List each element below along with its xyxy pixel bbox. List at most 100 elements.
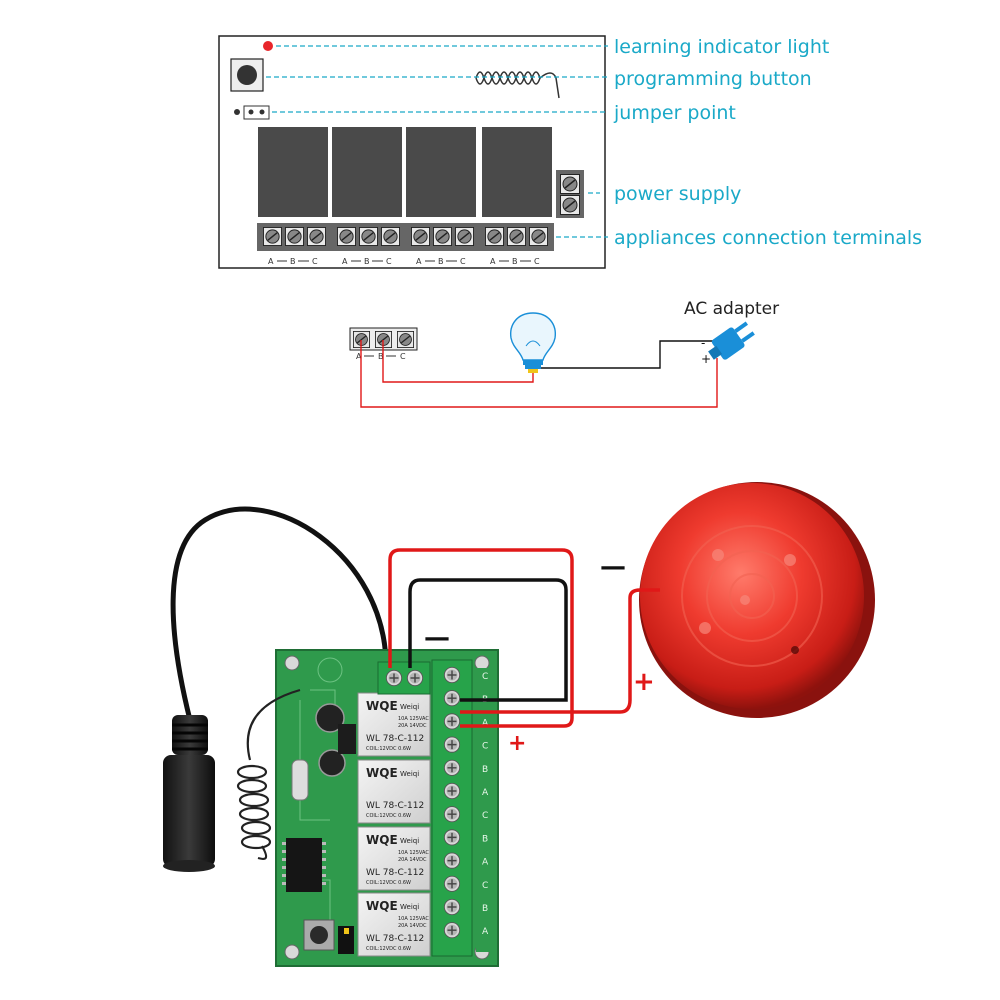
appliance-terminal-strip (257, 223, 554, 251)
screw-terminal-icon (385, 669, 403, 687)
power-terminal-block (377, 661, 431, 695)
plus-sign-lamp: + (633, 667, 655, 697)
terminal-block-small: A B C (349, 327, 418, 361)
relay-sub: Weiqi (400, 903, 419, 911)
jumper-point-label: jumper point (613, 102, 736, 124)
screw-terminal-icon (263, 227, 282, 246)
dc-jack-icon (163, 715, 215, 872)
terminal-letter: B (512, 257, 518, 266)
strip-letter: C (482, 881, 488, 891)
push-button-icon (303, 919, 335, 951)
screw-terminal-icon (443, 666, 461, 684)
leader-lines (266, 45, 608, 238)
screw-terminal-icon (285, 227, 304, 246)
relay-brand: WQE (366, 833, 398, 847)
relay-model: WL 78-C-112 (366, 734, 424, 744)
screw-terminal-icon (443, 921, 461, 939)
relay-rating: 10A 125VAC (398, 916, 429, 922)
terminal-letter: B (364, 257, 370, 266)
learning-indicator-label: learning indicator light (614, 36, 829, 58)
wiring-terminal-letter: C (400, 352, 406, 361)
wires-schematic (360, 340, 718, 408)
appliance-terminals-label: appliances connection terminals (614, 227, 922, 249)
strobe-lamp-icon (639, 482, 875, 718)
screw-terminal-icon (397, 331, 414, 348)
screw-terminal-icon (307, 227, 326, 246)
relay-brand: WQE (366, 899, 398, 913)
screw-terminal-icon (411, 227, 430, 246)
minus-sign-top: — (600, 552, 626, 582)
plug-icon (708, 321, 755, 360)
terminal-letter: C (312, 257, 318, 266)
terminal-letter-groups: A B C A B C A B C A (268, 257, 540, 266)
coil-antenna-icon (236, 688, 301, 861)
screw-terminal-icon (443, 689, 461, 707)
capacitor-icon (315, 703, 356, 777)
screw-terminal-icon (443, 875, 461, 893)
screw-terminal-icon (359, 227, 378, 246)
relay-icon: WQE Weiqi 10A 125VAC 20A 14VDC WL 78-C-1… (357, 892, 431, 957)
relay-stack: WQE Weiqi 10A 125VAC 20A 14VDC WL 78-C-1… (357, 692, 431, 957)
minus-sign-board: — (424, 623, 450, 653)
strip-letter: B (482, 765, 488, 775)
terminal-letter: B (438, 257, 444, 266)
relay-icon: WQE Weiqi 10A 125VAC 20A 14VDC WL 78-C-1… (357, 692, 431, 757)
indicator-dot-icon (263, 41, 273, 51)
relay-sub: Weiqi (400, 703, 419, 711)
power-supply-terminal (556, 170, 584, 218)
terminal-letter: A (416, 257, 422, 266)
jumper-icon (338, 926, 354, 954)
strip-letter: B (482, 834, 488, 844)
relay-icon (482, 127, 552, 217)
screw-terminal-icon (433, 227, 452, 246)
screw-terminal-icon (337, 227, 356, 246)
relay-icon: WQE Weiqi WL 78-C-112 COIL:12VDC 0.6W (357, 759, 431, 824)
screw-terminal-icon (455, 227, 474, 246)
strip-letter: A (482, 718, 489, 728)
relay-icon (258, 127, 328, 217)
push-button-icon (230, 58, 264, 92)
photo-illustration: WQE Weiqi 10A 125VAC 20A 14VDC WL 78-C-1… (163, 482, 875, 967)
wiring-example: A B C AC adapter - + (349, 299, 779, 408)
screw-terminal-icon (406, 669, 424, 687)
screw-terminal-icon (507, 227, 526, 246)
terminal-letter: A (342, 257, 348, 266)
strip-letter: B (482, 904, 488, 914)
relay-coil: COIL:12VDC 0.6W (366, 946, 411, 952)
relay-rating: 20A 14VDC (398, 857, 427, 863)
light-bulb-icon (510, 312, 556, 373)
terminal-letter: B (290, 257, 296, 266)
relay-coil: COIL:12VDC 0.6W (366, 880, 411, 886)
dc-cable (170, 506, 389, 721)
terminal-group: A B C (416, 257, 466, 266)
strip-letter: A (482, 927, 489, 937)
terminal-group: A B C (268, 257, 318, 266)
strip-letter: C (482, 672, 488, 682)
terminal-letter: C (386, 257, 392, 266)
relay-rating: 20A 14VDC (398, 723, 427, 729)
jumper-icon (234, 105, 270, 120)
wires-photo (388, 548, 660, 728)
screw-terminal-icon (443, 852, 461, 869)
strip-letter: C (482, 811, 488, 821)
terminal-letter: C (534, 257, 540, 266)
relay-brand: WQE (366, 699, 398, 713)
relay-icon (406, 127, 476, 217)
relay-brand: WQE (366, 766, 398, 780)
screw-terminal-icon (443, 759, 461, 777)
relay-rating: 10A 125VAC (398, 716, 429, 722)
adapter-plus-sign: + (701, 352, 711, 366)
screw-terminal-icon (443, 805, 461, 823)
terminal-letter: A (268, 257, 274, 266)
screw-terminal-icon (443, 829, 461, 846)
ic-chip-icon (282, 838, 326, 892)
terminal-letter: C (460, 257, 466, 266)
relay-coil: COIL:12VDC 0.6W (366, 813, 411, 819)
screw-terminal-icon (443, 782, 461, 800)
screw-terminal-icon (485, 227, 504, 246)
relay-model: WL 78-C-112 (366, 868, 424, 878)
screw-terminal-icon (443, 713, 461, 730)
relay-icon: WQE Weiqi 10A 125VAC 20A 14VDC WL 78-C-1… (357, 826, 431, 891)
